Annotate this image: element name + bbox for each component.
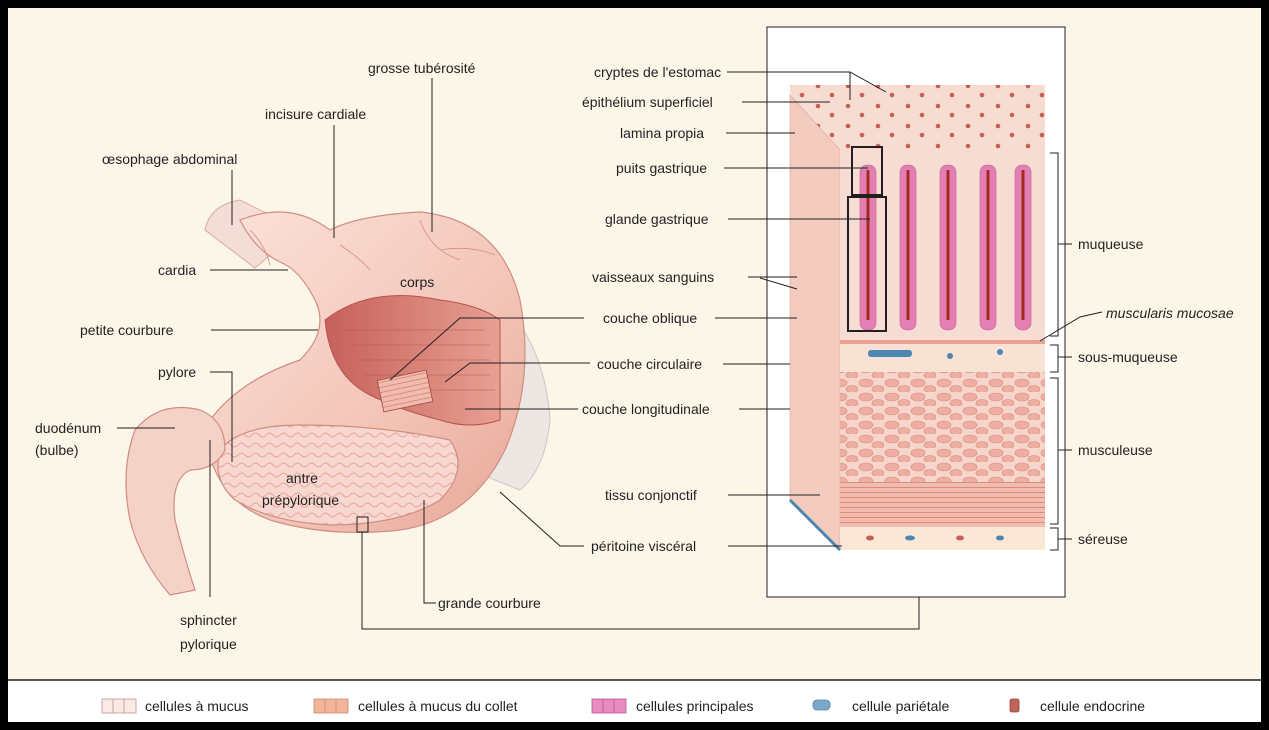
- label-sereuse: séreuse: [1078, 531, 1128, 547]
- stomach-illustration: [126, 200, 550, 595]
- label-cardia: cardia: [158, 262, 196, 278]
- label-couche-circulaire: couche circulaire: [597, 356, 702, 372]
- label-tissu-conjonctif: tissu conjonctif: [605, 487, 697, 503]
- label-incisure-cardiale: incisure cardiale: [265, 106, 366, 122]
- label-grande-courbure: grande courbure: [438, 595, 541, 611]
- label-petite-courbure: petite courbure: [80, 322, 173, 338]
- label-muscularis-mucosae: muscularis mucosae: [1106, 305, 1234, 321]
- label-duodenum: duodénum: [35, 420, 101, 436]
- label-peritoine-visceral: péritoine viscéral: [591, 538, 696, 554]
- wall-side-face: [790, 95, 840, 550]
- legend-swatch-collet: [314, 699, 348, 713]
- label-duodenum-bulbe: (bulbe): [35, 442, 79, 458]
- label-epithelium: épithélium superficiel: [582, 94, 713, 110]
- legend-swatch-endocrine: [1010, 699, 1019, 712]
- legend-label-collet: cellules à mucus du collet: [358, 698, 518, 714]
- submucosa-layer: [840, 344, 1045, 372]
- label-puits-gastrique: puits gastrique: [616, 160, 707, 176]
- label-pylore: pylore: [158, 364, 196, 380]
- label-oesophage: œsophage abdominal: [102, 151, 237, 167]
- legend-label-endocrine: cellule endocrine: [1040, 698, 1145, 714]
- legend-swatch-mucus: [102, 699, 136, 713]
- label-sphincter-pylorique: pylorique: [180, 636, 237, 652]
- muscularis-layer: [840, 372, 1045, 482]
- wall-illustration: [767, 27, 1065, 597]
- legend-label-parietale: cellule pariétale: [852, 698, 949, 714]
- legend-label-principales: cellules principales: [636, 698, 754, 714]
- label-lamina-propia: lamina propia: [620, 125, 704, 141]
- legend-swatch-parietale: [813, 700, 830, 710]
- label-vaisseaux-sanguins: vaisseaux sanguins: [592, 269, 714, 285]
- label-cryptes: cryptes de l'estomac: [594, 64, 721, 80]
- label-musculeuse: musculeuse: [1078, 442, 1153, 458]
- label-couche-longitudinale: couche longitudinale: [582, 401, 710, 417]
- legend-label-mucus: cellules à mucus: [145, 698, 249, 714]
- label-sous-muqueuse: sous-muqueuse: [1078, 349, 1178, 365]
- legend-swatch-principales: [592, 699, 626, 713]
- label-corps: corps: [400, 274, 434, 290]
- label-antre-prepylorique: prépylorique: [262, 492, 339, 508]
- label-couche-oblique: couche oblique: [603, 310, 697, 326]
- antrum-mucosa: [218, 425, 458, 525]
- label-antre: antre: [286, 470, 318, 486]
- label-sphincter: sphincter: [180, 612, 237, 628]
- label-grosse-tuberosite: grosse tubérosité: [368, 60, 475, 76]
- label-muqueuse: muqueuse: [1078, 236, 1143, 252]
- label-glande-gastrique: glande gastrique: [605, 211, 709, 227]
